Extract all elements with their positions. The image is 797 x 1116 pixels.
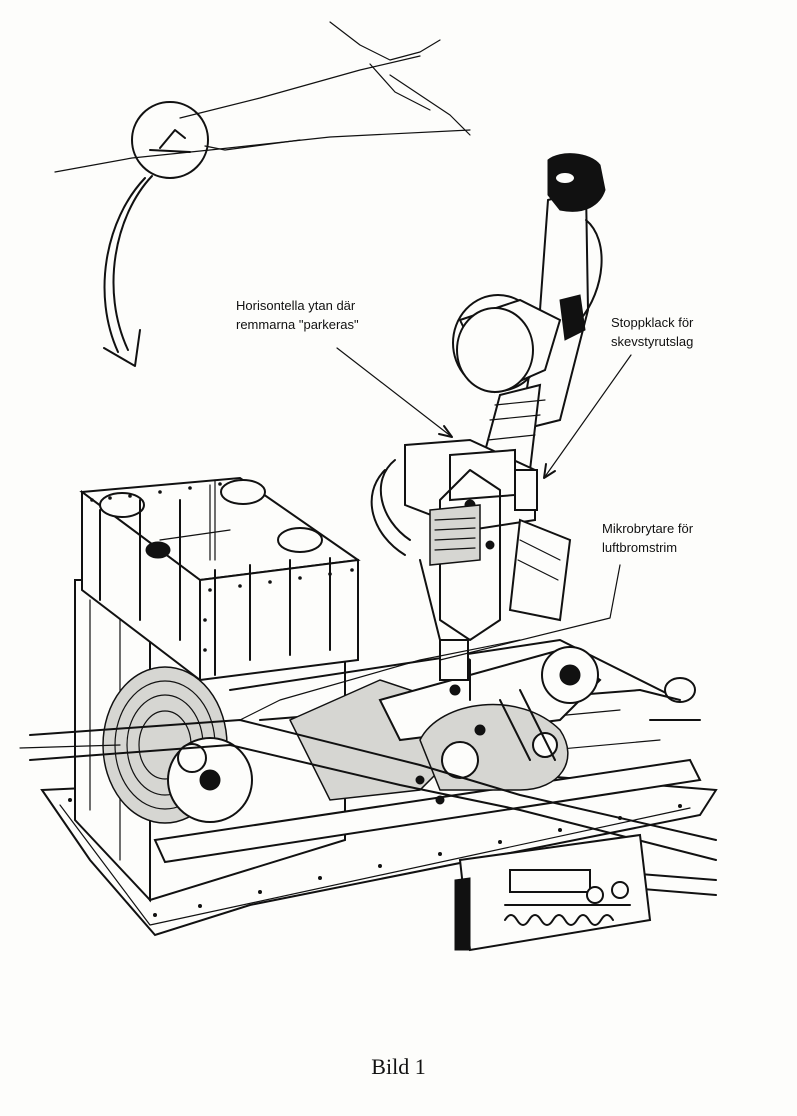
figure-caption: Bild 1 (371, 1054, 426, 1079)
detail-circle (131, 101, 209, 179)
annotation-stop-lug: Stoppklack för skevstyrutslag (611, 315, 694, 349)
control-stick (452, 153, 606, 471)
upper-box (79, 476, 361, 683)
leader-lines (336, 347, 632, 661)
bracket-right (508, 518, 572, 622)
annotation-micro-switch: Mikrobrytare för luftbromstrim (602, 521, 694, 555)
pointer-arrow (103, 175, 153, 367)
annotation-horizontal-surface: Horisontella ytan där remmarna "parkeras… (236, 298, 359, 332)
right-eyelet (639, 677, 701, 721)
pulley-drum (102, 666, 253, 824)
stick-head-block (370, 438, 538, 701)
spring-unit (454, 833, 652, 952)
aircraft-inset (54, 21, 471, 179)
linkage-assembly (288, 646, 602, 805)
